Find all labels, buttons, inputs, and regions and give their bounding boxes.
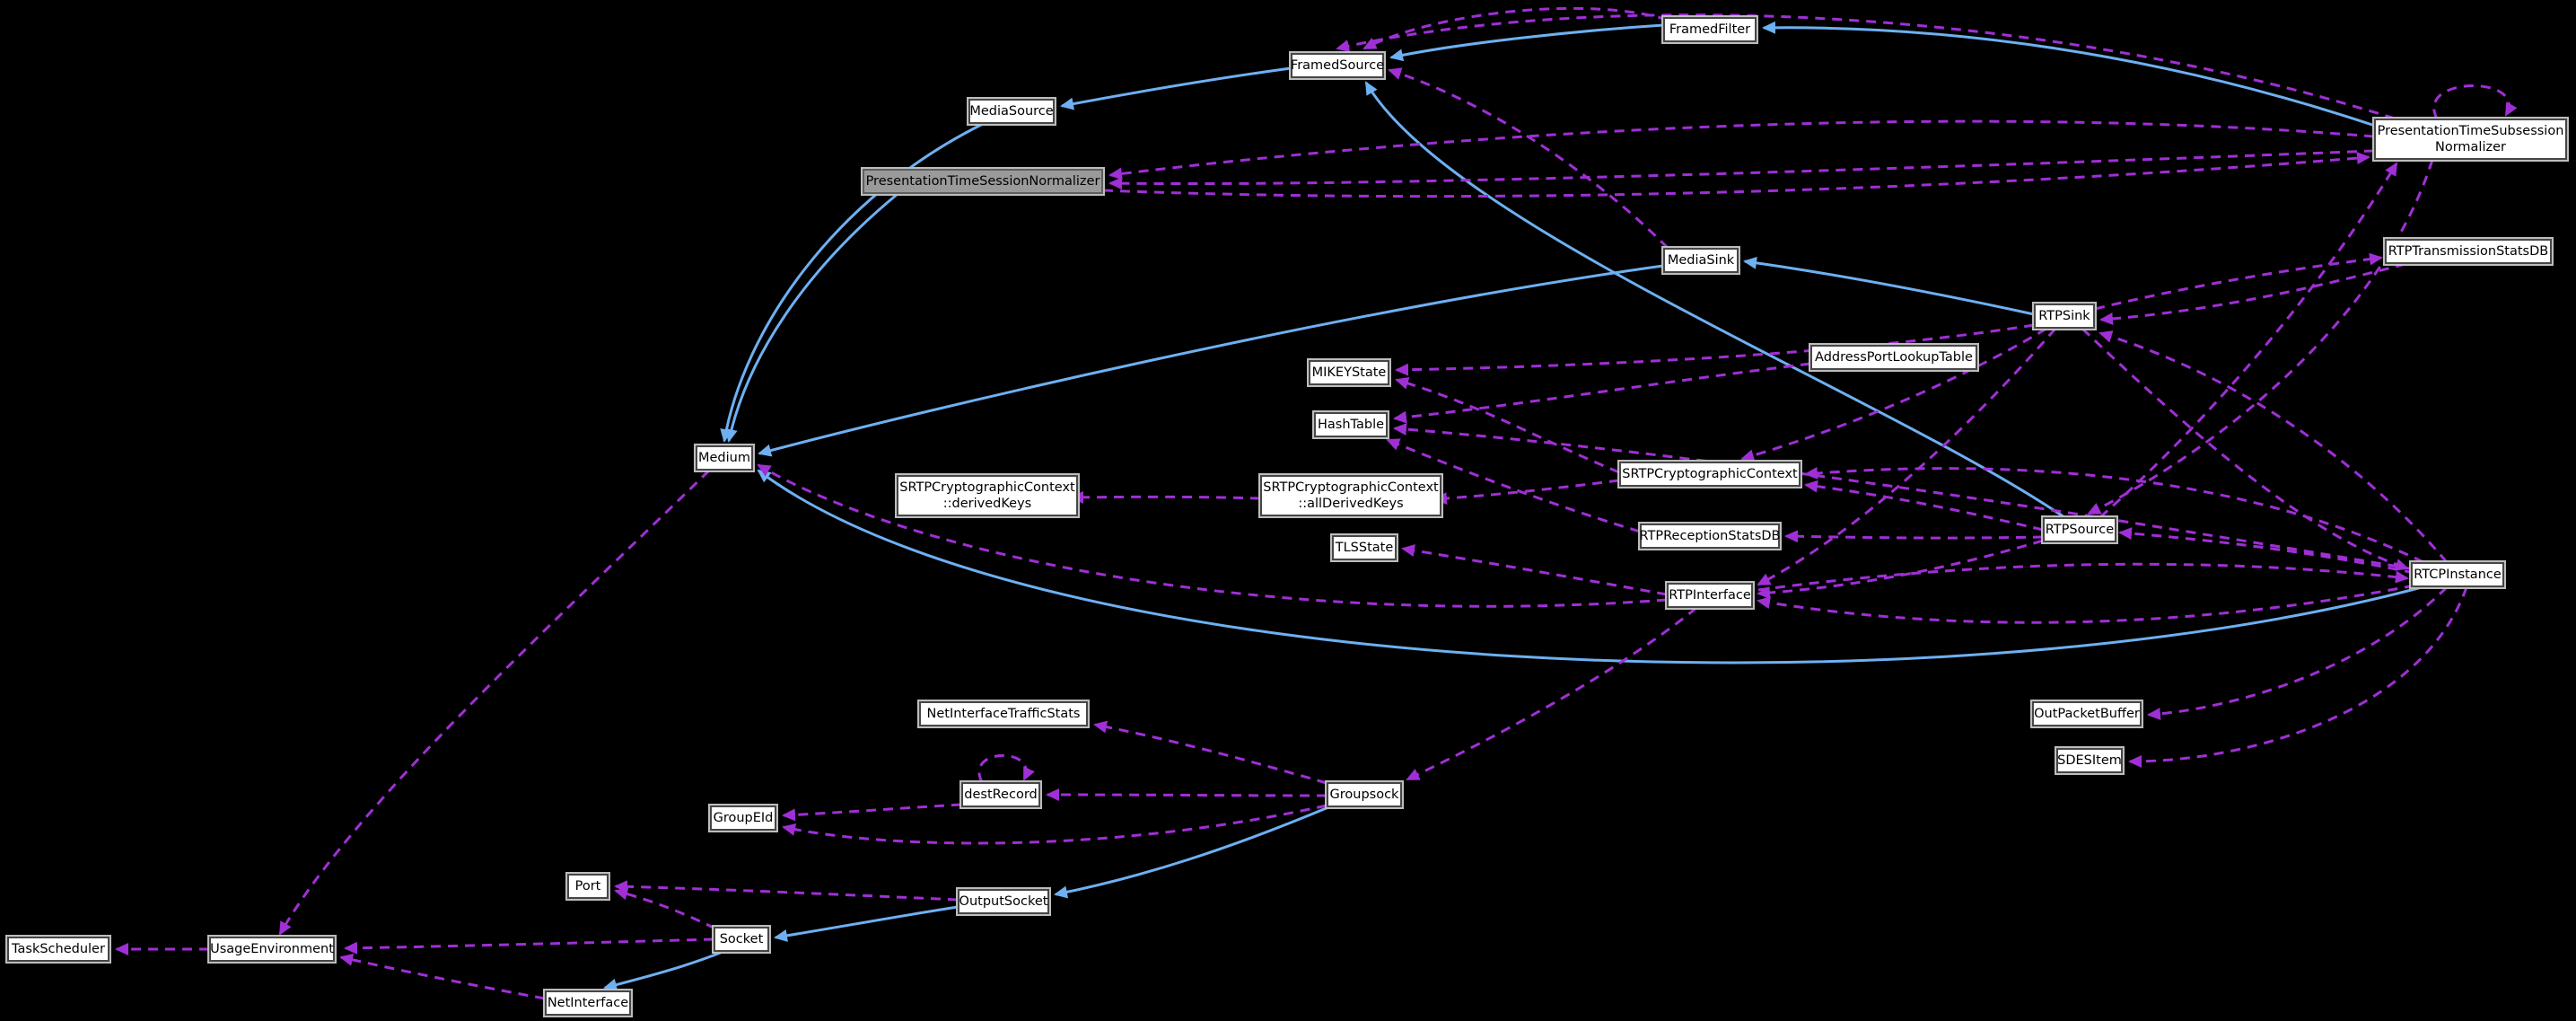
node-outpacketbuffer[interactable]: OutPacketBuffer	[2032, 701, 2142, 726]
edge-ptsubnormalizer-framedfilter-inh	[1762, 21, 2376, 128]
edge-ptsubnormalizer-self-loop	[2432, 84, 2518, 119]
edge-mediasink-medium-inh	[758, 264, 1664, 457]
node-mediasource[interactable]: MediaSource	[968, 99, 1055, 124]
edge-rtpinterface-rtcpinstance-use	[1757, 562, 2409, 592]
node-srtpcryptographiccontext-allderivedkeys[interactable]: SRTPCryptographicContext ::allDerivedKey…	[1260, 475, 1441, 516]
node-groupsock[interactable]: Groupsock	[1327, 782, 1402, 807]
node-netinterfacetrafficstats[interactable]: NetInterfaceTrafficStats	[919, 701, 1088, 726]
edge-destrecord-self-loop	[977, 753, 1035, 783]
node-taskscheduler[interactable]: TaskScheduler	[7, 937, 110, 962]
edge-rtpinterface-tlsstate-use	[1401, 544, 1668, 596]
node-rtcpinstance[interactable]: RTCPInstance	[2411, 562, 2504, 587]
edge-rtcpinstance-sdesitem-use	[2128, 586, 2468, 768]
edge-rtptransmissionstatsdb-rtpsink-use	[2099, 262, 2406, 325]
edge-rtcpinstance-medium-inh	[757, 469, 2423, 665]
edge-groupsock-outputsocket-inh	[1054, 805, 1329, 899]
node-usageenvironment[interactable]: UsageEnvironment	[209, 937, 335, 962]
node-groupeid[interactable]: GroupEId	[710, 805, 776, 831]
node-rtpinterface[interactable]: RTPInterface	[1667, 583, 1753, 608]
node-medium[interactable]: Medium	[696, 445, 753, 471]
edge-framedfilter-framedsource-inh	[1389, 23, 1664, 62]
node-label-line: PresentationTimeSubsession	[2377, 123, 2564, 138]
edge-srtpcontext-mikeystate-use	[1395, 377, 1620, 474]
edge-rtpsink-mediasink-inh	[1743, 256, 2035, 316]
node-addressportlookuptable[interactable]: AddressPortLookupTable	[1810, 345, 1977, 370]
edge-rtcpinstance-srtpcontext-use	[1804, 466, 2424, 564]
edge-rtpsource-framedsource-inh	[1364, 81, 2065, 519]
edge-medium-usageenvironment-use	[278, 469, 711, 936]
edge-rtcpinstance-rtpinterface-use	[1757, 584, 2415, 624]
edge-ptsubnormalizer-framedsource-use	[1336, 13, 2396, 120]
edge-netinterface-usageenvironment-use	[339, 954, 546, 1000]
edge-rtcpinstance-rtpsink-use	[2098, 330, 2449, 563]
node-presentationtimesessionnormalizer[interactable]: PresentationTimeSessionNormalizer	[863, 169, 1103, 194]
node-rtpsource[interactable]: RTPSource	[2043, 517, 2116, 542]
node-port[interactable]: Port	[567, 874, 609, 899]
node-netinterface[interactable]: NetInterface	[545, 990, 631, 1016]
edge-ptsubnormalizer-ptsessionnormalizer-use-1	[1108, 119, 2375, 180]
edge-rtpsource-rtpreceptionstatsdb-use	[1784, 530, 2044, 543]
node-socket[interactable]: Socket	[714, 927, 769, 952]
edge-rtcpinstance-rtpsource-use	[2118, 527, 2415, 575]
edge-rtcpinstance-outpacketbuffer-use	[2147, 585, 2449, 721]
edge-socket-netinterface-inh	[603, 950, 723, 991]
edge-rtpinterface-groupsock-use	[1406, 606, 1697, 781]
node-destrecord[interactable]: destRecord	[961, 782, 1040, 807]
edge-rtpsource-ptsubnormalizer-use	[2099, 162, 2398, 519]
node-rtpreceptionstatsdb[interactable]: RTPReceptionStatsDB	[1640, 524, 1780, 549]
edge-rtpsink-rtptransmissionstatsdb-use	[2094, 252, 2383, 311]
node-mediasink[interactable]: MediaSink	[1663, 248, 1739, 273]
node-srtpcryptographiccontext[interactable]: SRTPCryptographicContext	[1619, 462, 1801, 487]
node-framedsource[interactable]: FramedSource	[1291, 53, 1384, 78]
node-label-line: SRTPCryptographicContext	[1263, 480, 1439, 495]
node-outputsocket[interactable]: OutputSocket	[958, 889, 1049, 914]
edge-rtpsink-rtcpinstance-use	[2081, 327, 2409, 571]
edge-mediasource-medium-inh	[720, 122, 984, 443]
node-srtpcryptographiccontext-derivedkeys[interactable]: SRTPCryptographicContext ::derivedKeys	[897, 475, 1078, 516]
node-label-line: ::derivedKeys	[942, 497, 1032, 511]
node-rtpsink[interactable]: RTPSink	[2034, 304, 2095, 329]
edge-rtpsink-rtpinterface-use	[1757, 328, 2057, 586]
edge-socket-port-use	[614, 887, 716, 930]
edge-mediasink-framedsource-use	[1388, 67, 1669, 250]
node-rtptransmissionstatsdb[interactable]: RTPTransmissionStatsDB	[2385, 239, 2552, 264]
edge-allderivedkeys-derivedkeys-use	[1070, 490, 1261, 504]
node-sdesitem[interactable]: SDESItem	[2056, 748, 2123, 773]
edge-rtcpinstance-hashtable-use	[1393, 423, 2415, 571]
node-tlsstate[interactable]: TLSState	[1332, 535, 1397, 560]
edge-outputsocket-port-use	[614, 880, 959, 902]
edge-outputsocket-socket-inh	[774, 905, 959, 942]
edge-addressportlookuptable-hashtable-use	[1393, 362, 1811, 424]
edge-ptsessionnormalizer-ptsubnormalizer-use	[1102, 152, 2370, 198]
edge-framedfilter-framedsource-use	[1362, 6, 1669, 50]
edge-srtpcontext-allderivedkeys-use	[1433, 479, 1620, 506]
edge-rtpreceptionstatsdb-hashtable-use	[1386, 438, 1641, 533]
node-label-line: Normalizer	[2435, 140, 2506, 154]
edge-rtpsource-srtpcontext-use	[1804, 480, 2044, 532]
edge-groupsock-destrecord-use	[1046, 788, 1327, 802]
node-presentationtimesubsessionnormalizer[interactable]: PresentationTimeSubsession Normalizer	[2374, 119, 2567, 160]
edge-ptsubnormalizer-rtpsource-use	[2087, 159, 2434, 515]
edge-rtpinterface-medium-use	[757, 463, 1668, 608]
node-label-line: ::allDerivedKeys	[1298, 497, 1404, 511]
node-mikeystate[interactable]: MIKEYState	[1309, 360, 1389, 385]
edge-ptsubnormalizer-ptsessionnormalizer-use-2	[1108, 149, 2375, 190]
node-framedfilter[interactable]: FramedFilter	[1663, 17, 1757, 42]
edge-destrecord-groupeid-use	[782, 803, 962, 822]
node-label-line: SRTPCryptographicContext	[899, 480, 1075, 495]
edge-framedsource-mediasource-inh	[1060, 66, 1292, 110]
edge-ptsessionnormalizer-medium-inh	[724, 192, 898, 443]
edge-groupsock-groupeid-use	[782, 804, 1327, 845]
edge-groupsock-netinterfacetrafficstats-use	[1093, 720, 1327, 785]
edge-rtpsink-mikeystate-use	[1395, 323, 2035, 376]
node-hashtable[interactable]: HashTable	[1314, 412, 1388, 437]
edge-socket-usageenvironment-use	[344, 937, 714, 955]
